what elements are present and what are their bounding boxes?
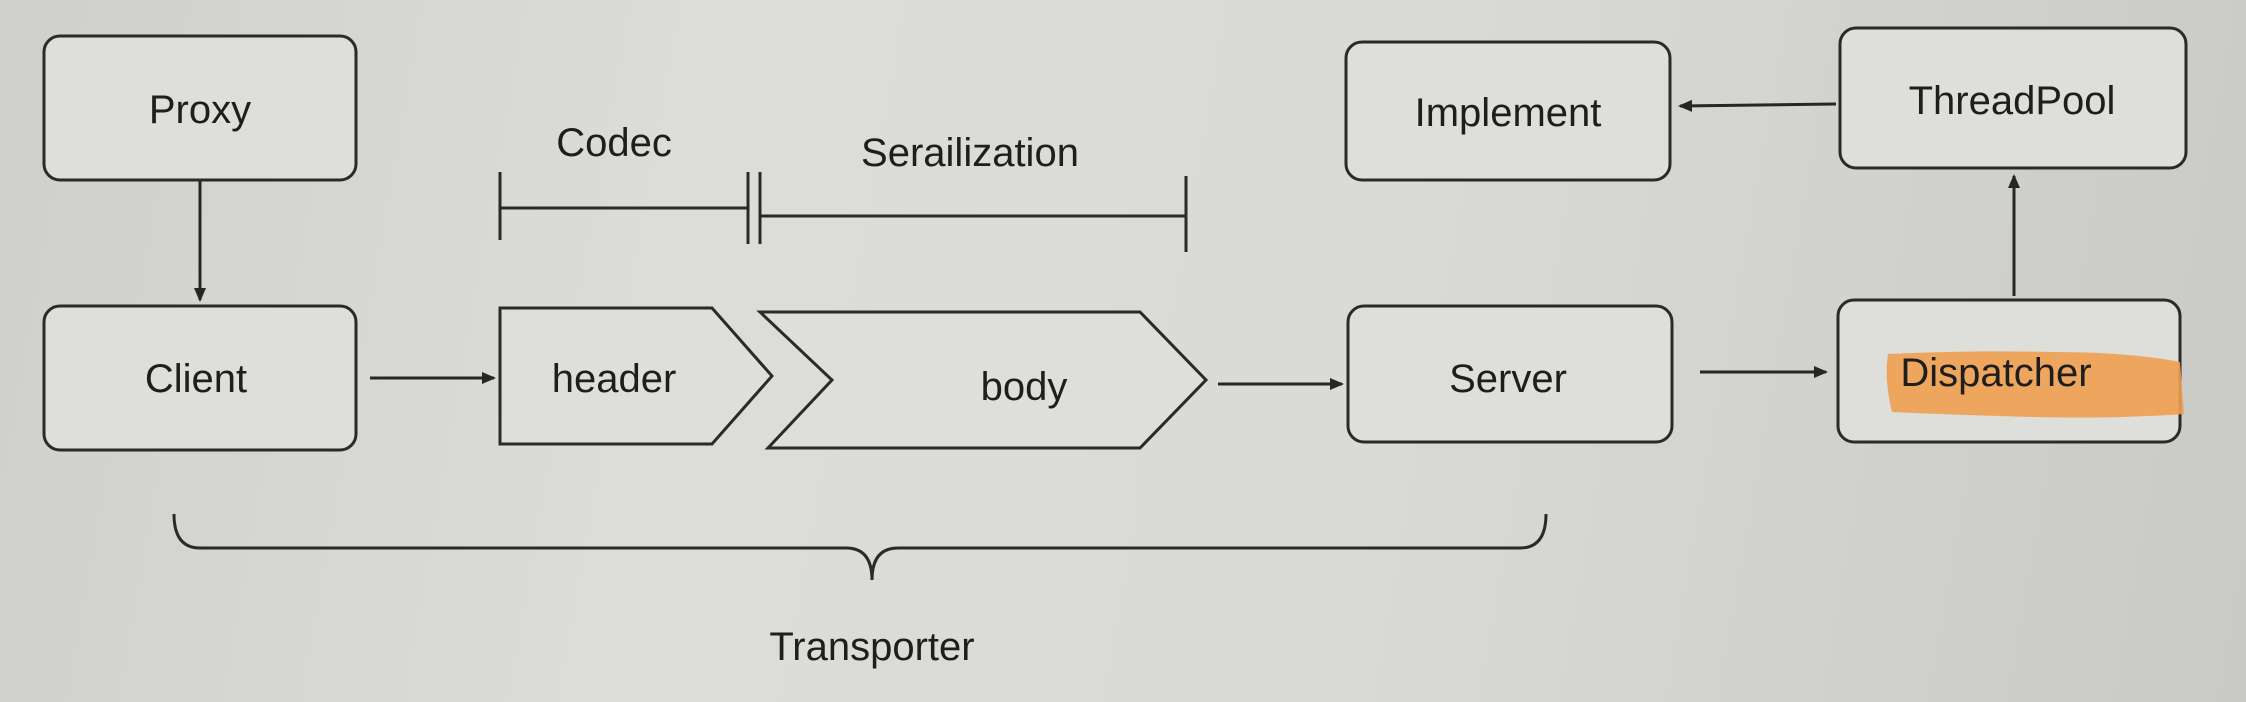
- codec-label: Codec: [556, 121, 672, 165]
- threadpool-label: ThreadPool: [1909, 79, 2116, 123]
- codec-bracket: Codec: [498, 121, 750, 244]
- proxy-node: Proxy: [42, 34, 358, 182]
- client-label: Client: [145, 357, 247, 401]
- server-label: Server: [1449, 357, 1567, 401]
- dispatcher-label: Dispatcher: [1900, 351, 2091, 395]
- transporter-label: Transporter: [769, 625, 974, 669]
- threadpool-to-implement-arrow: [1678, 99, 1837, 112]
- body-label: body: [981, 365, 1068, 409]
- proxy-label: Proxy: [149, 88, 251, 132]
- implement-label: Implement: [1415, 91, 1602, 135]
- threadpool-node: ThreadPool: [1838, 26, 2188, 170]
- body-segment: body: [756, 310, 1209, 450]
- header-segment: header: [498, 306, 775, 446]
- serialization-bracket: Serailization: [758, 131, 1188, 252]
- serialization-label: Serailization: [861, 131, 1079, 175]
- dispatcher-highlight: [1886, 351, 2184, 418]
- dispatcher-node: Dispatcher: [1836, 298, 2184, 444]
- implement-node: Implement: [1344, 40, 1672, 182]
- server-node: Server: [1346, 304, 1674, 444]
- transporter-brace: Transporter: [172, 513, 1548, 669]
- header-label: header: [552, 357, 677, 401]
- client-node: Client: [42, 304, 358, 452]
